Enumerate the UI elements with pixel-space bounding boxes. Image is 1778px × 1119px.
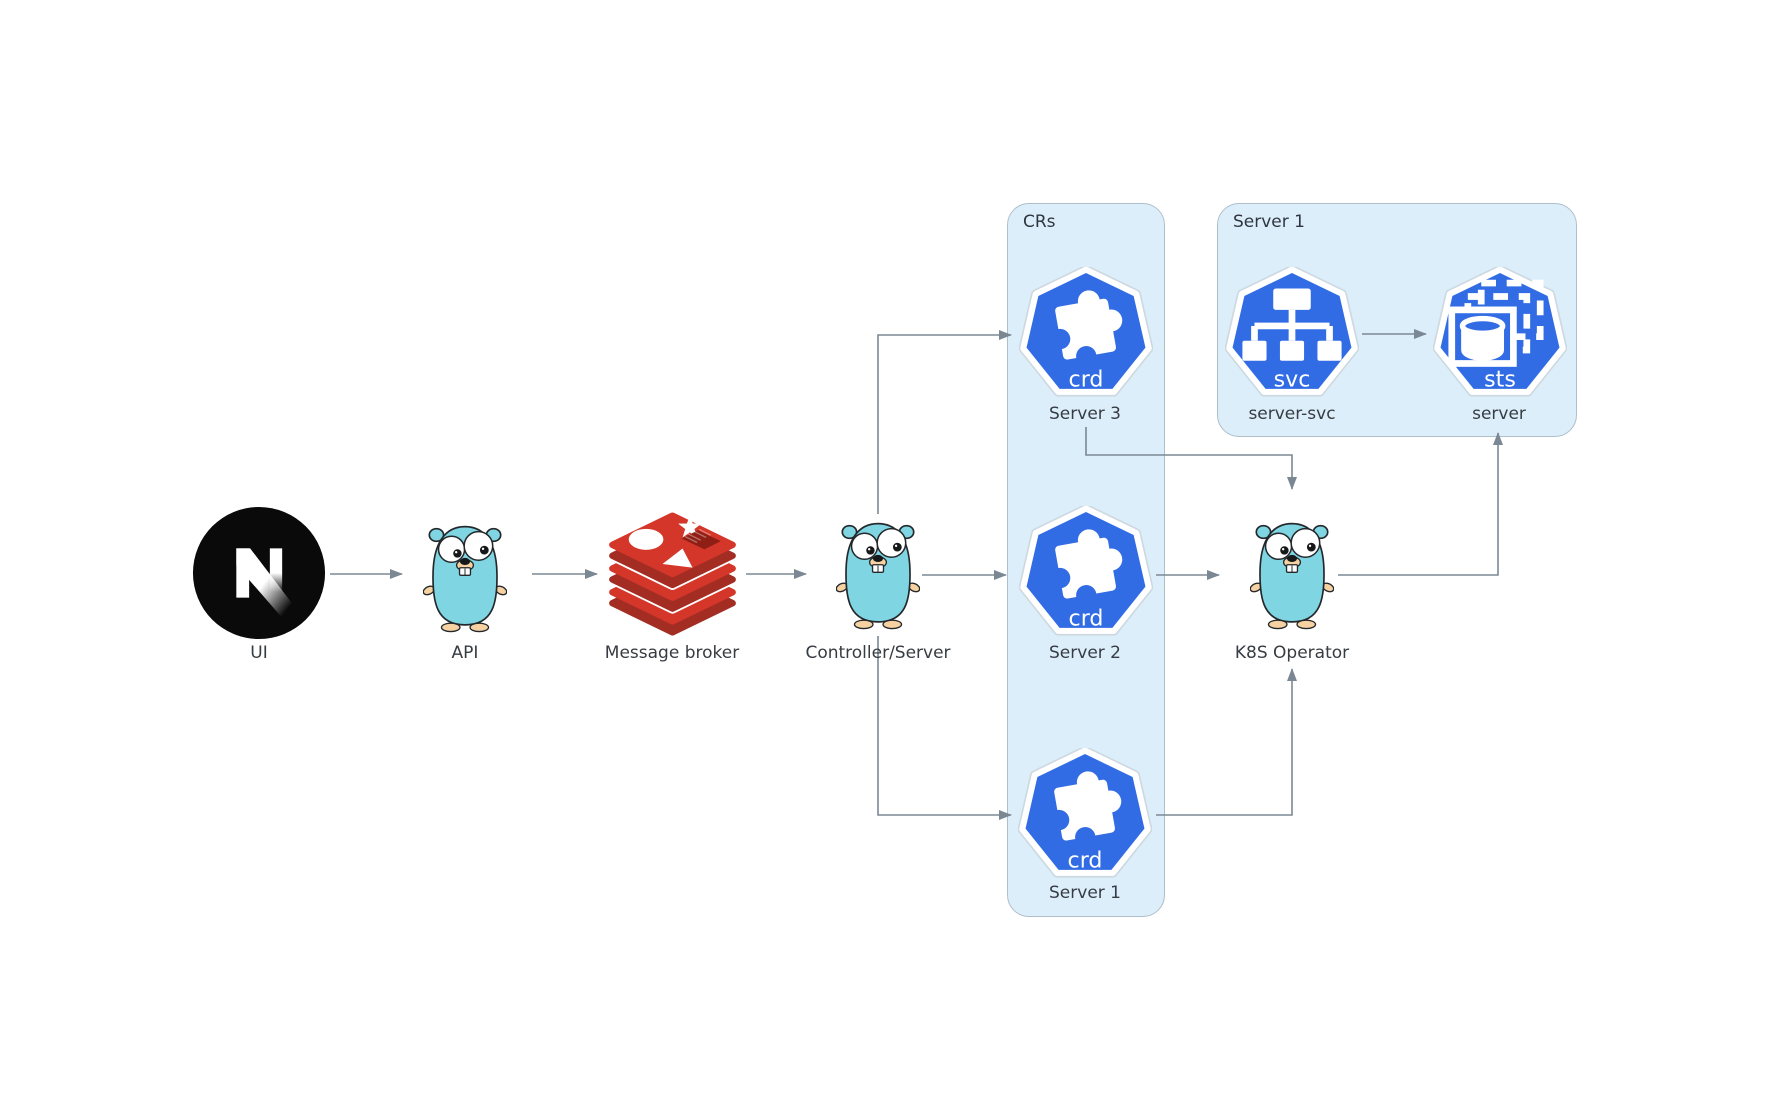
crd-server3-label: Server 3 xyxy=(1049,404,1121,424)
k8s-crd-icon: crd xyxy=(1019,267,1153,401)
k8s-crd-icon: crd xyxy=(1018,748,1152,882)
api-node-label: API xyxy=(451,643,479,663)
sts-node-label: server xyxy=(1472,404,1526,424)
server1-group-label: Server 1 xyxy=(1233,212,1305,232)
k8s-sts-icon: sts xyxy=(1433,267,1567,401)
go-gopher-icon xyxy=(1250,522,1334,630)
message-broker-node-label: Message broker xyxy=(604,643,740,663)
controller-server-node-label: Controller/Server xyxy=(805,643,951,663)
crd-server1-node: crd xyxy=(1018,748,1152,882)
k8s-operator-node-label: K8S Operator xyxy=(1234,643,1350,663)
ui-node-label: UI xyxy=(250,643,268,663)
k8s-operator-node xyxy=(1250,518,1334,630)
crd-server3-node: crd xyxy=(1019,267,1153,401)
crd-server1-label: Server 1 xyxy=(1049,883,1121,903)
svc-node-label: server-svc xyxy=(1248,404,1336,424)
sts-badge: sts xyxy=(1484,366,1516,392)
go-gopher-icon xyxy=(423,525,507,633)
connector-controller-crd-server3 xyxy=(877,330,1012,514)
crd-badge: crd xyxy=(1069,605,1104,631)
connector-crd-server1-operator xyxy=(1156,668,1297,816)
k8s-crd-icon: crd xyxy=(1019,506,1153,640)
api-node xyxy=(423,521,507,633)
redis-icon xyxy=(600,512,745,636)
go-gopher-icon xyxy=(836,522,920,630)
sts-node: sts xyxy=(1433,267,1567,401)
controller-server-node xyxy=(836,518,920,630)
svc-node: svc xyxy=(1225,267,1359,401)
ui-node xyxy=(190,504,328,642)
crd-badge: crd xyxy=(1068,847,1103,873)
connector-operator-sts xyxy=(1338,432,1503,576)
crd-server2-label: Server 2 xyxy=(1049,643,1121,663)
message-broker-node xyxy=(600,512,745,636)
k8s-svc-icon: svc xyxy=(1225,267,1359,401)
crd-server2-node: crd xyxy=(1019,506,1153,640)
svc-badge: svc xyxy=(1274,366,1311,392)
crd-badge: crd xyxy=(1069,366,1104,392)
crs-group-label: CRs xyxy=(1023,212,1056,232)
nextjs-logo-icon xyxy=(192,506,326,640)
